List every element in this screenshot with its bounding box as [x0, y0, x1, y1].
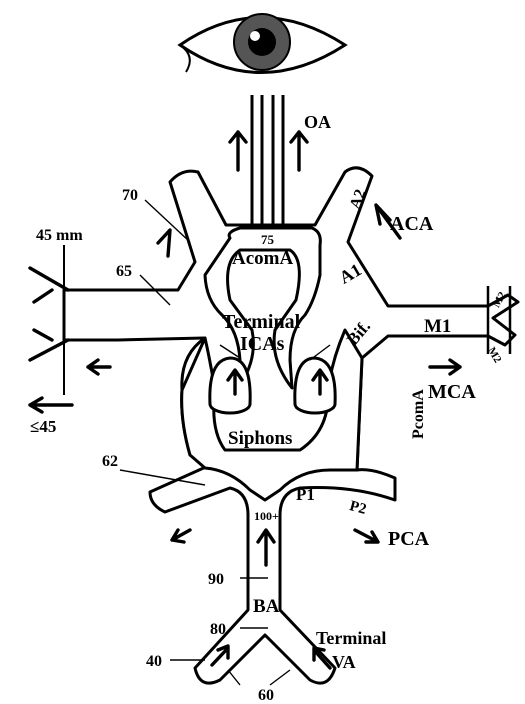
le45-arrow: [30, 398, 72, 412]
label-pca: PCA: [388, 528, 430, 550]
left-siphon-tube: [210, 358, 250, 404]
a70-arrow: [158, 230, 170, 256]
label-siphons: Siphons: [228, 428, 292, 449]
pca-right-arrow: [355, 530, 378, 542]
depth-60: 60: [258, 687, 274, 704]
label-m1: M1: [424, 316, 451, 337]
depth-90: 90: [208, 571, 224, 588]
depth-45mm: 45 mm: [36, 227, 83, 244]
depth-le45: ≤45: [30, 417, 56, 436]
label-ba: BA: [253, 596, 280, 617]
label-mca: MCA: [428, 381, 476, 403]
mca-arrow: [430, 360, 460, 374]
optic-artery-tubes: [252, 95, 283, 226]
label-aca: ACA: [390, 213, 434, 235]
depth-100: 100+: [254, 509, 279, 523]
label-terminal-va-2: VA: [332, 652, 356, 672]
label-oa: OA: [304, 112, 331, 132]
label-terminal-icas-2: ICAs: [240, 333, 285, 355]
label-pcoma: PcomA: [410, 389, 427, 439]
oa-arrows: [230, 132, 307, 170]
eca-arrow: [88, 360, 110, 374]
eye-icon: [180, 14, 345, 73]
depth-70: 70: [122, 187, 138, 204]
pca-left-arrow: [172, 530, 190, 542]
depth-65: 65: [116, 263, 132, 280]
right-siphon-tube: [295, 358, 335, 404]
label-p1: P1: [296, 485, 315, 504]
label-acoma: AcomA: [232, 248, 293, 269]
label-terminal-icas-1: Terminal: [222, 311, 301, 333]
label-terminal-va-1: Terminal: [316, 628, 386, 648]
depth-75: 75: [261, 232, 275, 247]
depth-62: 62: [102, 453, 118, 470]
depth-40: 40: [146, 653, 162, 670]
left-vessel-split: [30, 245, 68, 395]
depth-80: 80: [210, 621, 226, 638]
label-p2: P2: [348, 498, 368, 518]
